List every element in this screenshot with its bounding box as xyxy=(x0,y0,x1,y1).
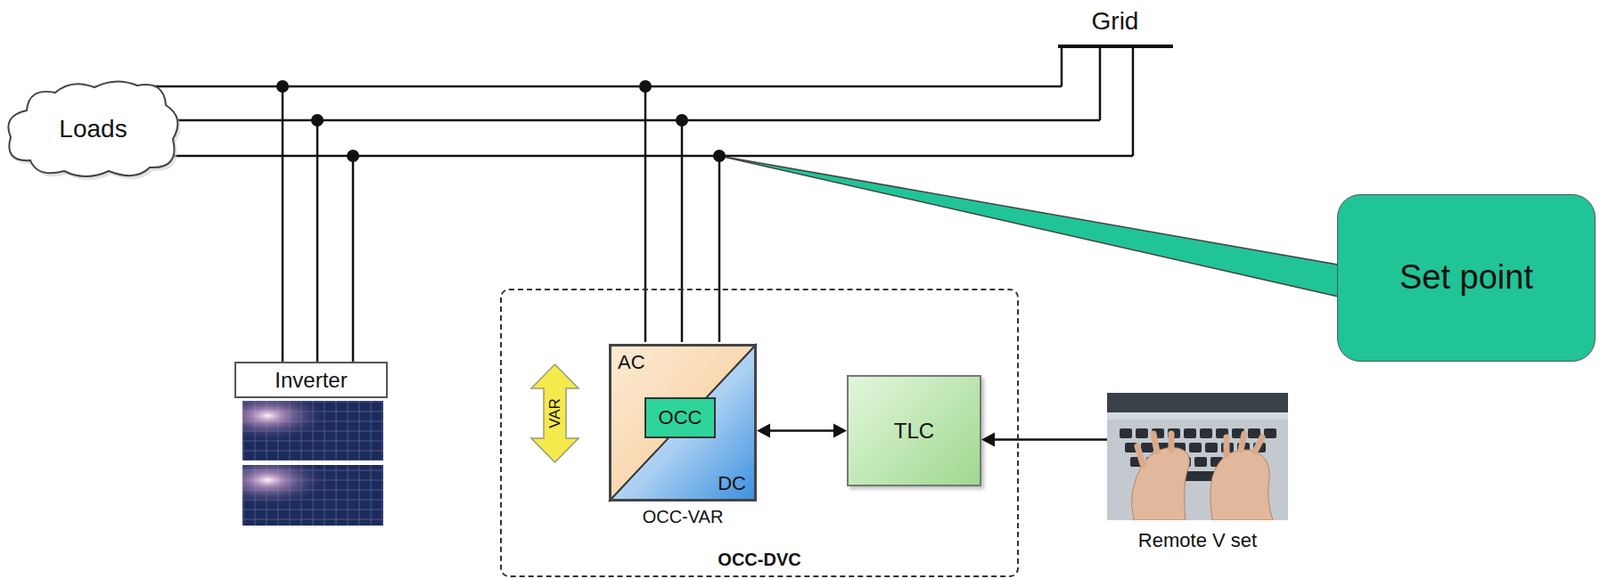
callout-box: Set point xyxy=(1337,194,1596,362)
junction-dots xyxy=(276,80,726,163)
side-label: AC xyxy=(617,351,646,374)
controller-box: TLC xyxy=(846,375,982,487)
connector-line xyxy=(767,429,837,433)
callout-pointer xyxy=(719,155,1343,298)
cloud-label: Loads xyxy=(58,114,127,144)
converter-box: ACDCOCC-VAROCC xyxy=(608,344,757,502)
arrow-label: VAR xyxy=(546,398,565,429)
group-label: OCC-DVC xyxy=(717,549,801,571)
box-label: TLC xyxy=(894,418,935,444)
arrow-head xyxy=(981,433,995,448)
ac-label-holder: AC xyxy=(617,351,646,374)
dashed-group-box: OCC-DVC VAR AC DC OCC-VAR OCC TLC xyxy=(500,288,1019,578)
arrow-head xyxy=(756,424,771,439)
loads-cloud: Loads xyxy=(1,76,185,182)
controller-box: OCC xyxy=(644,397,716,439)
laptop-illustration xyxy=(1107,393,1289,521)
side-label: DC xyxy=(717,472,747,495)
bus-label: Grid xyxy=(1091,7,1140,36)
grid-bus-bar xyxy=(1058,44,1174,49)
label-holder: Grid xyxy=(1061,7,1169,36)
inverter-box: Inverter xyxy=(234,361,388,399)
picture-caption: Remote V set xyxy=(1107,529,1289,552)
dc-label-holder: DC xyxy=(717,472,747,495)
laptop-picture: Remote V set xyxy=(1107,393,1289,552)
arrow-head xyxy=(833,424,847,439)
solar-panels xyxy=(242,401,384,526)
connector-arrow xyxy=(981,433,1108,448)
box-caption: OCC-VAR xyxy=(642,507,724,528)
double-arrow-shape: VAR xyxy=(530,363,580,464)
box-label: Inverter xyxy=(274,368,347,394)
group-label-holder: OCC-DVC xyxy=(501,549,1018,571)
box-caption-holder: OCC-VAR xyxy=(573,507,793,528)
callout-text: Set point xyxy=(1399,258,1534,298)
rotated-label-holder: VAR xyxy=(546,398,565,429)
box-label: OCC xyxy=(658,406,703,429)
connector-arrow xyxy=(756,424,847,439)
connector-line xyxy=(992,438,1108,442)
